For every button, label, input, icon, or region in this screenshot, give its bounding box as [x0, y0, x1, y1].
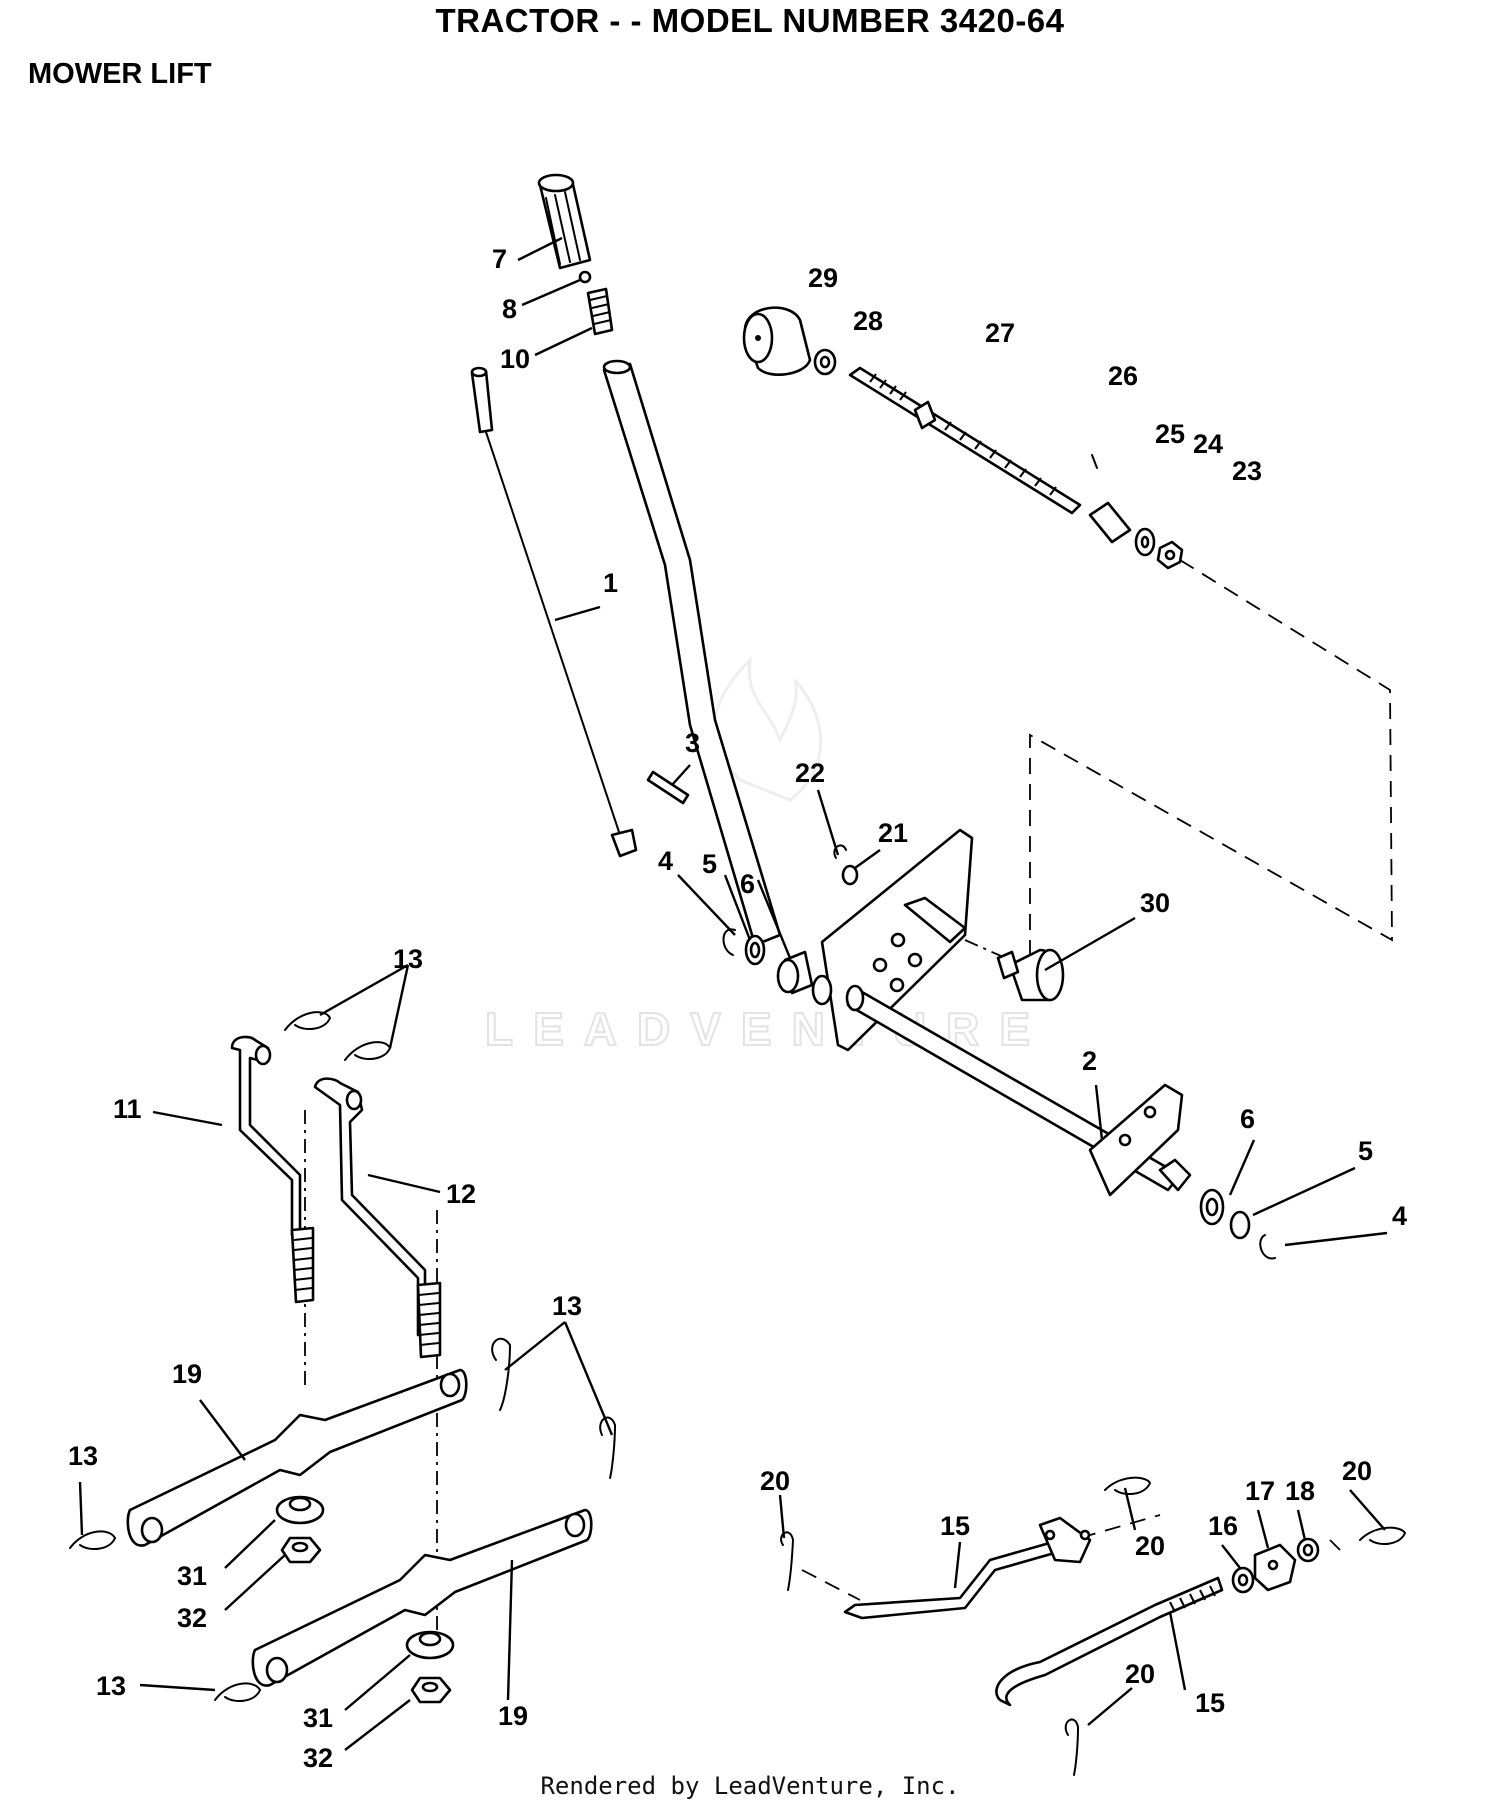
callout-13-mid: 13	[552, 1291, 582, 1321]
callout-23: 23	[1232, 456, 1262, 486]
hairpin-clip-top-2	[344, 1041, 392, 1061]
callout-30: 30	[1140, 888, 1170, 918]
callout-2: 2	[1082, 1046, 1097, 1076]
callout-18: 18	[1285, 1476, 1315, 1506]
handle-grip	[537, 173, 592, 270]
clip-left	[722, 928, 736, 956]
callout-5-right: 5	[1358, 1136, 1373, 1166]
callout-19-upper: 19	[172, 1359, 202, 1389]
hex-nut-lower	[410, 1676, 452, 1704]
callout-25: 25	[1155, 419, 1185, 449]
adjustment-rod	[848, 366, 1082, 515]
callout-13-top: 13	[393, 944, 423, 974]
adjustment-knob	[742, 306, 812, 376]
callout-19-lower: 19	[498, 1701, 528, 1731]
callout-15-upper: 15	[940, 1511, 970, 1541]
adjustment-rod-upper	[843, 1516, 1092, 1620]
knob-nut	[813, 348, 837, 376]
callout-32-lower: 32	[303, 1743, 333, 1773]
callout-15-lower: 15	[1195, 1688, 1225, 1718]
flange-nut-lower	[405, 1630, 455, 1660]
footer-credit: Rendered by LeadVenture, Inc.	[540, 1772, 960, 1800]
callout-20-left: 20	[760, 1466, 790, 1496]
callout-20-bottom: 20	[1125, 1659, 1155, 1689]
callout-17: 17	[1245, 1476, 1275, 1506]
hairpin-clip-bottom	[214, 1682, 262, 1703]
hairpin-clip-left	[69, 1530, 117, 1551]
callout-6-right: 6	[1240, 1104, 1255, 1134]
callout-28: 28	[853, 306, 883, 336]
flat-washer	[1134, 527, 1156, 557]
lift-link-left	[230, 1035, 315, 1304]
roll-pin	[646, 770, 690, 805]
callout-20-right: 20	[1342, 1456, 1372, 1486]
section-title: MOWER LIFT	[28, 58, 212, 90]
callout-16: 16	[1208, 1511, 1238, 1541]
callout-32-upper: 32	[177, 1603, 207, 1633]
callout-31-upper: 31	[177, 1561, 207, 1591]
trunnion-30	[996, 948, 1065, 1002]
callout-1: 1	[603, 568, 618, 598]
hairpin-clip-20b	[1104, 1476, 1152, 1496]
watermark-text: LEADVENTURE	[485, 1003, 1050, 1055]
bushing-right	[1199, 1188, 1225, 1226]
compression-spring	[1088, 501, 1132, 544]
callout-10: 10	[500, 344, 530, 374]
cotter-pin-26	[1091, 454, 1098, 469]
callout-8: 8	[502, 294, 517, 324]
watermark-logo	[713, 655, 823, 802]
lift-handle-tube	[602, 359, 782, 947]
page-title: TRACTOR - - MODEL NUMBER 3420-64	[435, 2, 1065, 39]
jam-nut-16	[1231, 1566, 1255, 1594]
callout-21: 21	[878, 818, 908, 848]
callout-20-mid: 20	[1135, 1531, 1165, 1561]
callout-11: 11	[113, 1094, 142, 1124]
callout-24: 24	[1193, 429, 1223, 459]
hex-nut-upper	[280, 1536, 322, 1564]
hairpin-clip-20a	[780, 1531, 795, 1591]
callout-labels: 7 8 10 1 3 4 5 6 22 21 30 2 6 5 4 29 28 …	[68, 244, 1407, 1773]
assembly-guide-lines	[304, 559, 1393, 1640]
hairpin-clip-top-1	[284, 1011, 332, 1031]
lift-link-right	[313, 1077, 442, 1359]
callout-5-left: 5	[702, 849, 717, 879]
release-rod	[470, 366, 638, 858]
callout-26: 26	[1108, 361, 1138, 391]
hairpin-clip-20d	[1064, 1718, 1080, 1776]
callout-27: 27	[985, 318, 1015, 348]
handle-spring	[586, 287, 614, 336]
hairpin-clip-mid-1	[491, 1337, 512, 1411]
clip-right	[1259, 1234, 1276, 1260]
callout-12: 12	[446, 1179, 476, 1209]
callout-13-bottom: 13	[96, 1671, 126, 1701]
callout-31-lower: 31	[303, 1703, 333, 1733]
pin-21-22	[833, 844, 859, 886]
lift-arm-lower	[251, 1508, 593, 1687]
callout-13-left: 13	[68, 1441, 98, 1471]
washer-left	[744, 934, 766, 966]
callout-6-left: 6	[740, 869, 755, 899]
cross-shaft	[845, 984, 1192, 1197]
bushing-18	[1296, 1537, 1320, 1563]
hairpin-clip-mid-2	[599, 1416, 617, 1479]
lock-nut	[1156, 540, 1184, 570]
callout-4-left: 4	[658, 846, 673, 876]
callout-22: 22	[795, 758, 825, 788]
leader-lines	[78, 236, 1388, 1751]
callout-3: 3	[685, 728, 700, 758]
lift-arm-upper	[126, 1368, 468, 1547]
adjustment-rod-lower	[995, 1576, 1224, 1707]
hairpin-clip-20c	[1359, 1526, 1407, 1546]
trunnion-block-17	[1253, 1543, 1297, 1592]
callout-29: 29	[808, 263, 838, 293]
washer-right	[1229, 1210, 1251, 1240]
detent-ball	[578, 270, 592, 284]
bushing-left	[776, 950, 833, 1006]
callout-7: 7	[492, 244, 507, 274]
flange-nut-upper	[275, 1495, 325, 1525]
callout-4-right: 4	[1392, 1201, 1407, 1231]
